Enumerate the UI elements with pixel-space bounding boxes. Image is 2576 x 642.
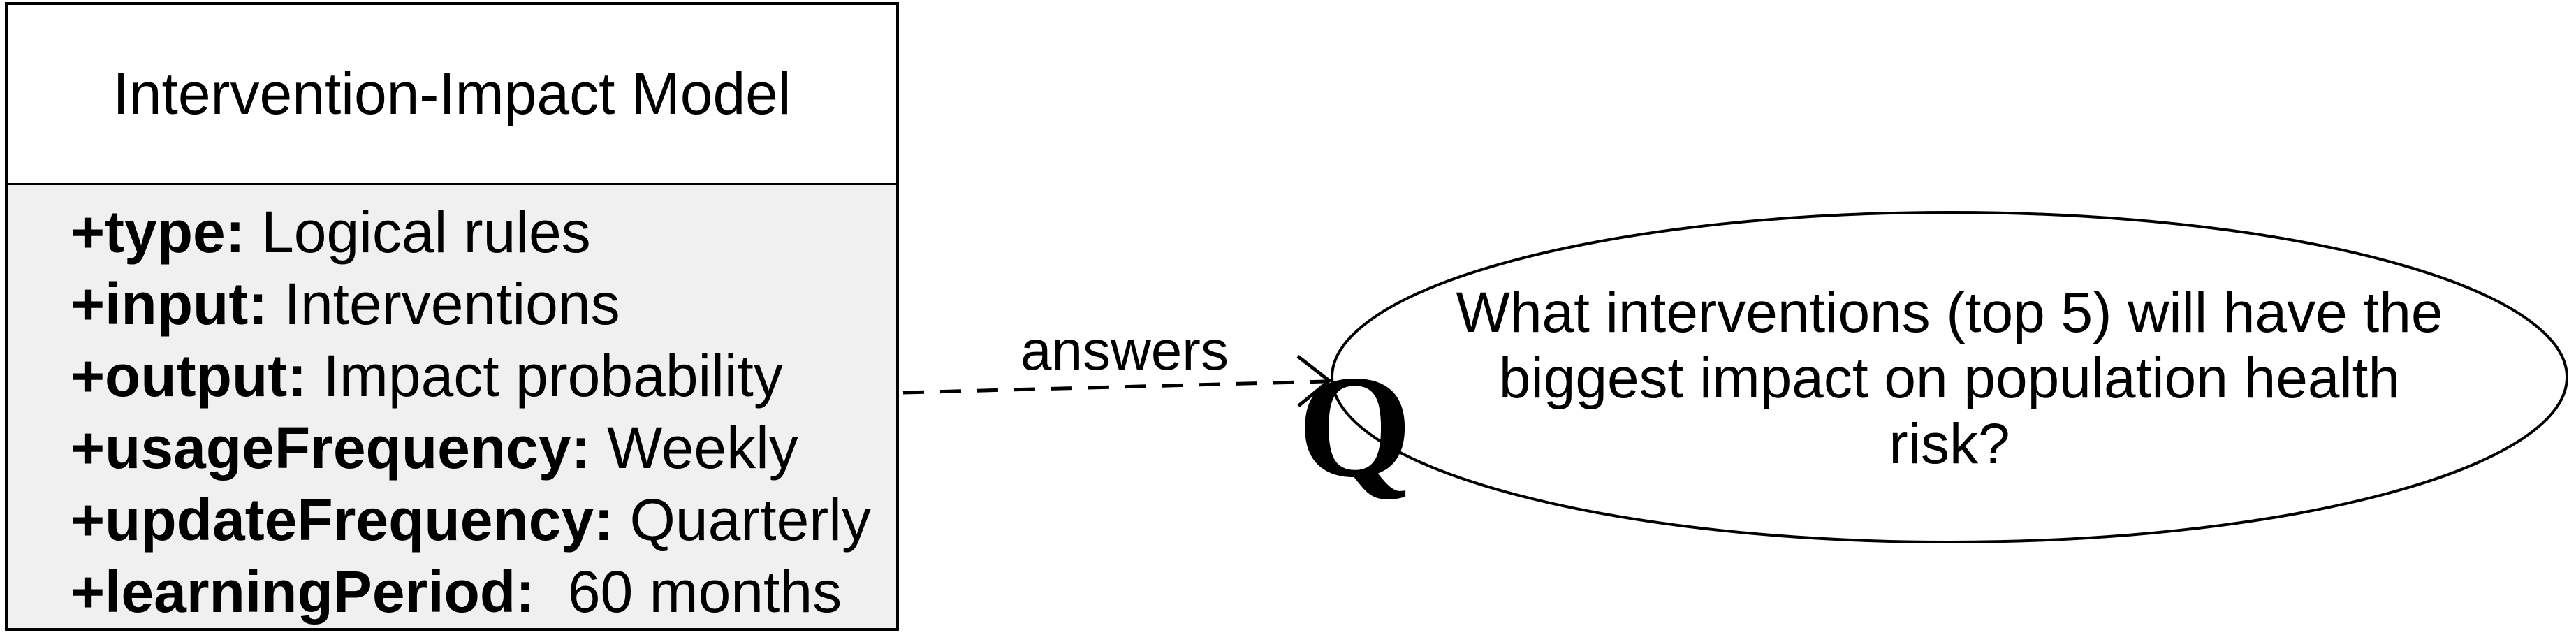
class-title: Intervention-Impact Model [112, 61, 791, 126]
attribute-value: Logical rules [244, 199, 591, 265]
attribute-output: +output: Impact probability [71, 340, 896, 412]
attribute-value: 60 months [535, 559, 842, 625]
attribute-value: Impact probability [307, 343, 783, 409]
attribute-learning-period: +learningPeriod: 60 months [71, 556, 896, 628]
attribute-name: +output: [71, 343, 307, 409]
attribute-value: Interventions [268, 271, 620, 337]
attribute-update-frequency: +updateFrequency: Quarterly [71, 484, 896, 556]
question-text: What interventions (top 5) will have the… [1391, 280, 2508, 477]
attribute-name: +type: [71, 199, 245, 265]
attribute-name: +input: [71, 271, 268, 337]
class-box-intervention-impact-model: Intervention-Impact Model +type: Logical… [5, 2, 899, 631]
question-marker-q: Q [1298, 346, 1412, 508]
question-ellipse [1331, 211, 2568, 543]
answers-connector-dashed-line [902, 379, 1326, 395]
attribute-value: Weekly [590, 415, 798, 481]
class-box-attributes-compartment: +type: Logical rules +input: Interventio… [8, 185, 896, 628]
attribute-value: Quarterly [613, 487, 871, 553]
attribute-name: +updateFrequency: [71, 487, 614, 553]
question-line-3: risk? [1889, 412, 2010, 476]
attribute-usage-frequency: +usageFrequency: Weekly [71, 412, 896, 484]
open-arrowhead-icon [1296, 355, 1333, 407]
attribute-name: +usageFrequency: [71, 415, 591, 481]
question-line-1: What interventions (top 5) will have the [1456, 281, 2443, 344]
question-line-2: biggest impact on population health [1498, 346, 2401, 410]
attribute-type: +type: Logical rules [71, 196, 896, 268]
attribute-input: +input: Interventions [71, 268, 896, 340]
class-box-title-compartment: Intervention-Impact Model [8, 5, 896, 185]
connector-label-answers: answers [1020, 319, 1229, 381]
attribute-name: +learningPeriod: [71, 559, 536, 625]
